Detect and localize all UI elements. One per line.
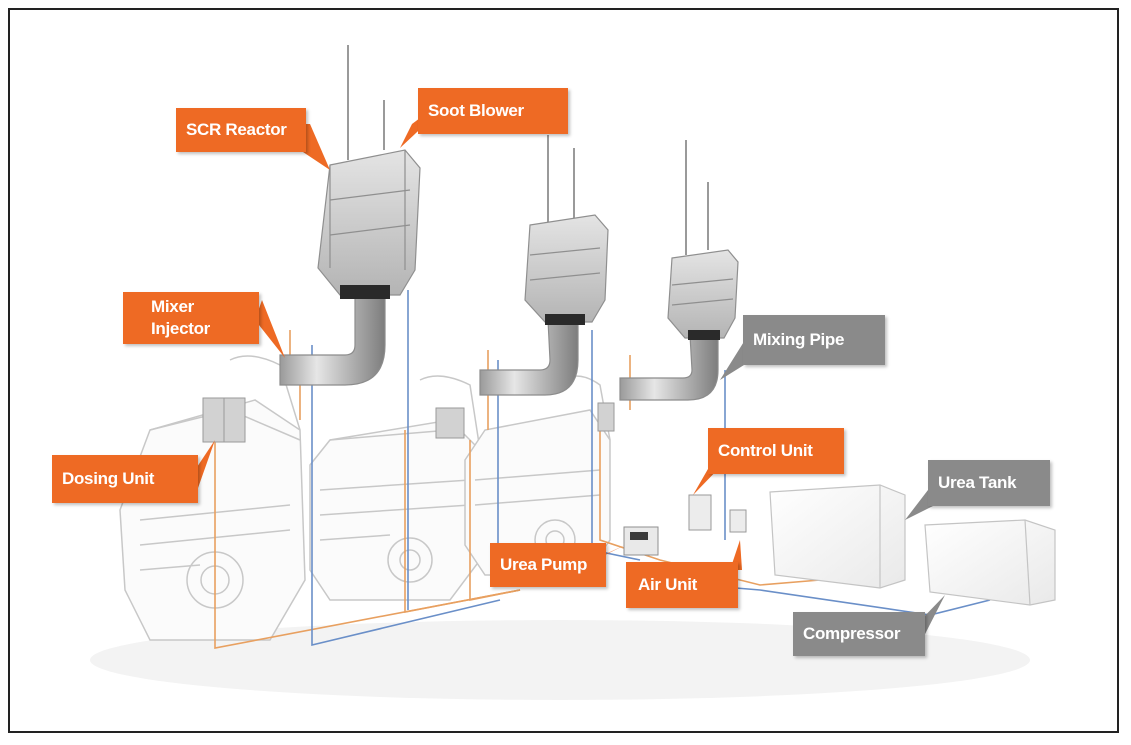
urea-tank-box — [769, 484, 906, 589]
dosing-unit-text: Dosing Unit — [62, 469, 155, 488]
dosing-unit-boxes — [202, 397, 615, 443]
control-unit-label: Control Unit — [708, 428, 844, 474]
control-unit-box — [688, 494, 747, 533]
urea-pump-text: Urea Pump — [500, 555, 588, 574]
mixing-pipes — [279, 294, 719, 401]
scr-reactor-text: SCR Reactor — [186, 120, 287, 139]
mixer-injector-text-line2: Injector — [151, 319, 211, 338]
air-unit-label: Air Unit — [626, 562, 738, 608]
mixing-pipe-label: Mixing Pipe — [743, 315, 885, 365]
air-unit-text: Air Unit — [638, 575, 697, 594]
urea-tank-text: Urea Tank — [938, 473, 1017, 492]
urea-pump-box — [623, 526, 659, 556]
urea-tank-label: Urea Tank — [928, 460, 1050, 506]
scr-reactor-3 — [667, 140, 739, 340]
engine-2 — [309, 375, 481, 601]
compressor-label: Compressor — [793, 612, 925, 656]
compressor-box — [924, 519, 1056, 606]
scr-reactor-label: SCR Reactor — [176, 108, 306, 152]
control-unit-text: Control Unit — [718, 441, 813, 460]
scr-reactor-2 — [524, 135, 609, 325]
mixing-pipe-text: Mixing Pipe — [753, 330, 845, 349]
urea-lines — [214, 330, 821, 649]
mixer-injector-label: Mixer Injector — [123, 292, 259, 344]
mixer-injector-text-line1: Mixer — [151, 297, 194, 316]
soot-blower-label: Soot Blower — [418, 88, 568, 134]
dosing-unit-label: Dosing Unit — [52, 455, 198, 503]
soot-blower-text: Soot Blower — [428, 101, 524, 120]
scr-reactor-1 — [317, 45, 421, 299]
urea-pump-label: Urea Pump — [490, 543, 606, 587]
compressor-text: Compressor — [803, 624, 901, 643]
